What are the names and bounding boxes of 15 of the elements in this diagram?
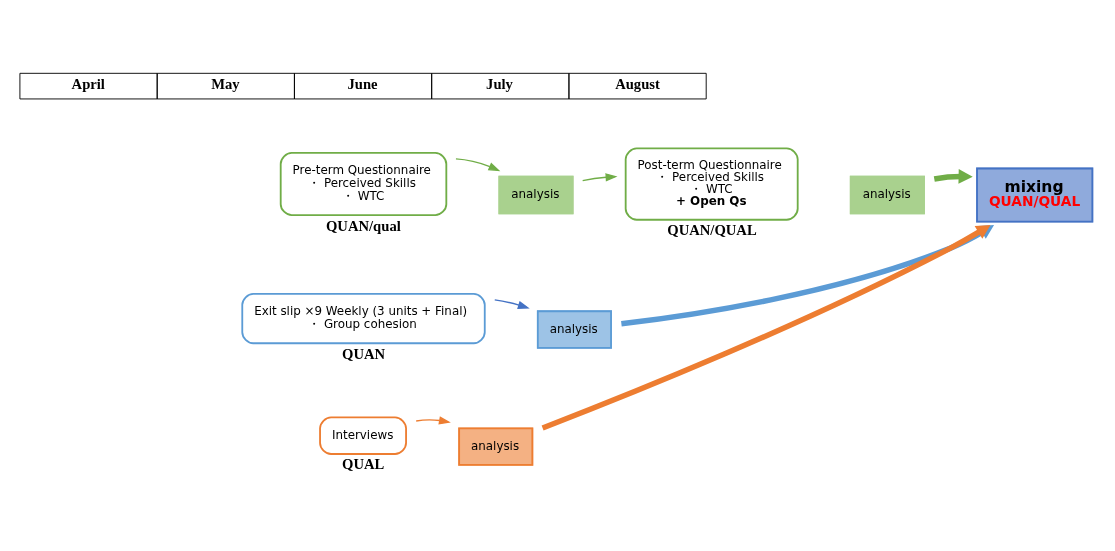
label: June [347,75,378,92]
node-label: QUAL [342,455,385,472]
label: August [615,75,660,92]
arrow [581,172,618,181]
node-label: QUAN [342,345,386,362]
arrow [455,157,501,171]
label: April [71,75,105,92]
label: May [211,75,240,92]
node-label: QUAN/QUAL [667,221,757,238]
label: July [486,75,513,92]
arrow [415,415,451,425]
arrow [494,298,530,309]
arrow [933,168,973,184]
node-label: QUAN/qual [326,217,401,234]
arrow [541,224,991,431]
